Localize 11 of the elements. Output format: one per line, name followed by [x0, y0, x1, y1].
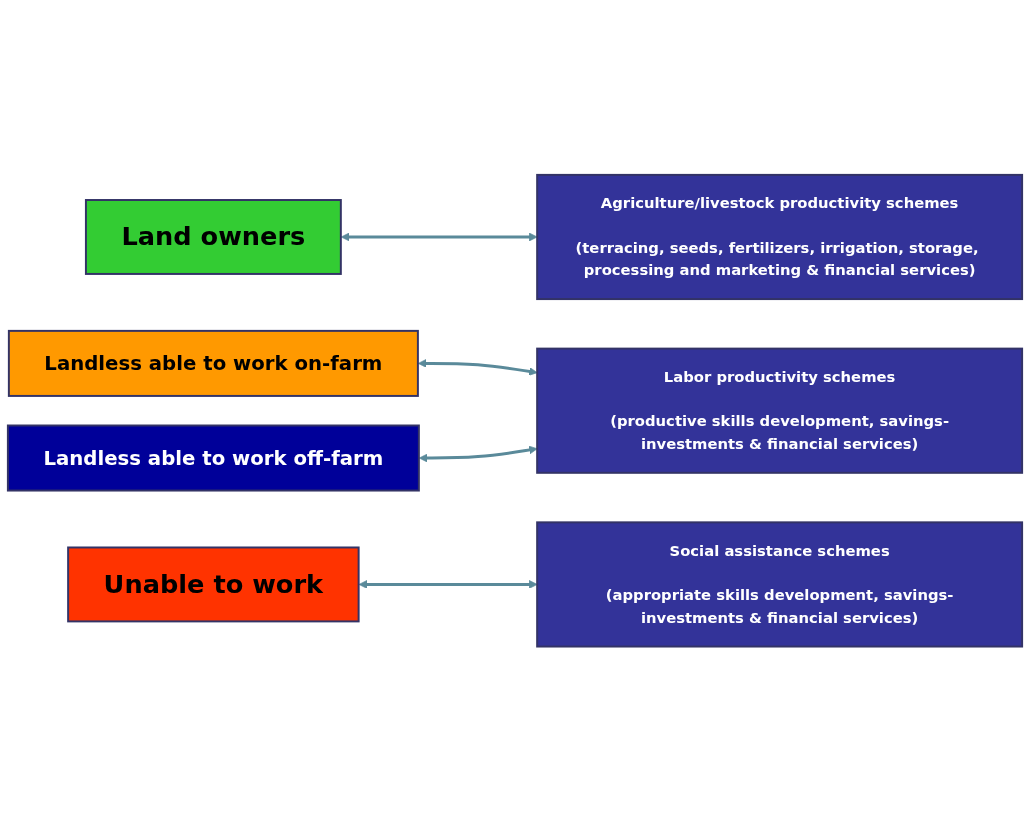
node-box: Landless able to work off-farm — [6, 424, 420, 492]
node-box: Agriculture/livestock productivity schemes (terracing, seeds, fertilizers, irrigation, storage, processing and marketing & financial services) — [536, 174, 1024, 301]
arrow — [418, 445, 538, 463]
node-box: Labor productivity schemes (productive skills development, savings-investments & financial services) — [536, 347, 1024, 475]
node-box: Landless able to work on-farm — [7, 330, 419, 398]
arrow — [358, 580, 538, 590]
node-box: Land owners — [84, 199, 342, 276]
arrow — [340, 232, 538, 242]
node-box: Social assistance schemes (appropriate skills development, savings-investments & financial services) — [536, 521, 1024, 648]
arrow — [417, 359, 538, 376]
node-box: Unable to work — [67, 546, 360, 623]
